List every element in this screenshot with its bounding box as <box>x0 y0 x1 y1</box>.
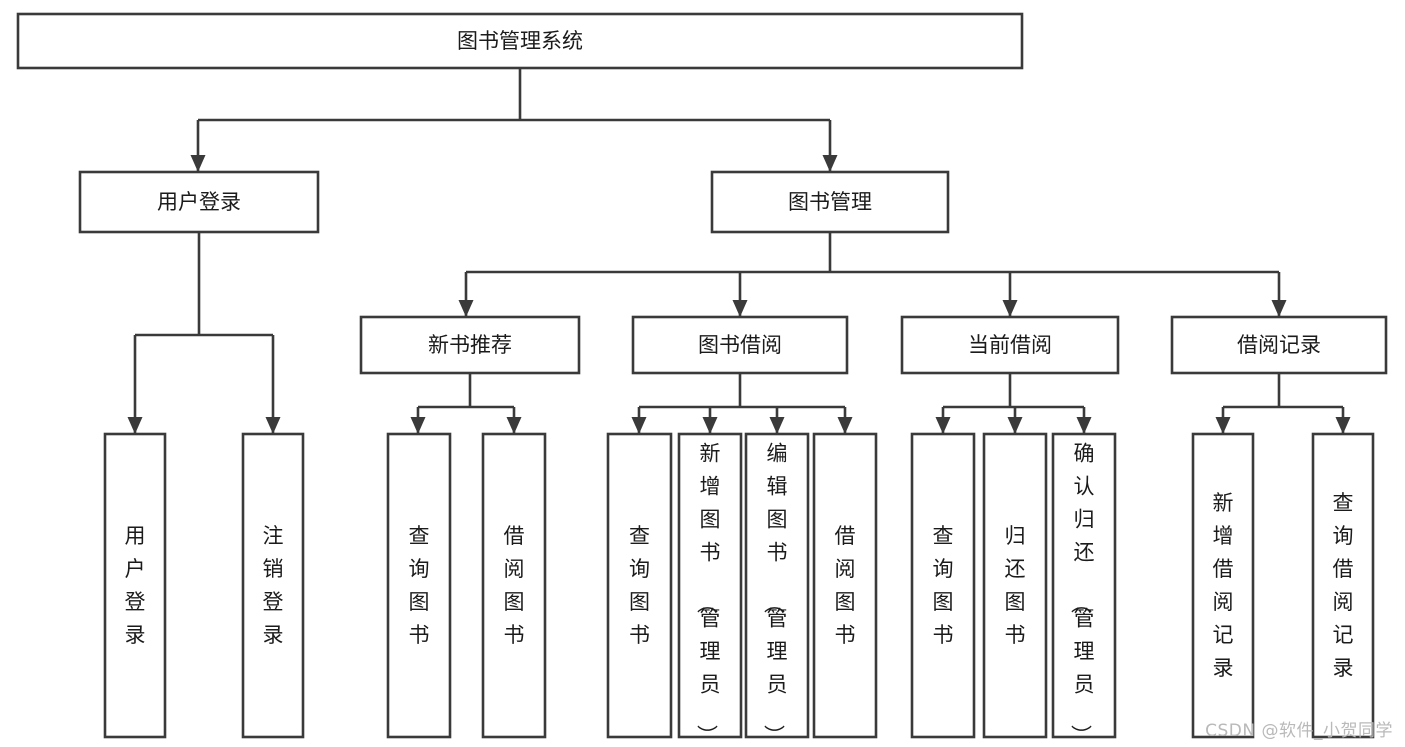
node-label-leaf-borrow-book: 借阅图书 <box>835 524 856 647</box>
arrow-head-icon <box>1002 300 1018 317</box>
arrow-head-icon <box>732 300 748 317</box>
node-box-book-manage[interactable] <box>710 170 950 234</box>
nodes-layer: 图书管理系统用户登录图书管理新书推荐图书借阅当前借阅借阅记录用户登录注销登录查询… <box>16 12 1388 746</box>
node-box-leaf-query-book-current[interactable] <box>910 432 976 739</box>
node-box-leaf-user-logout[interactable] <box>241 432 305 739</box>
node-label-leaf-edit-book-admin: 编辑图书（管理员） <box>762 442 788 746</box>
node-label-leaf-query-book-borrow: 查询图书 <box>629 524 650 647</box>
node-label-root: 图书管理系统 <box>457 29 583 53</box>
node-leaf-edit-book-admin[interactable]: 编辑图书（管理员） <box>744 432 810 746</box>
node-box-leaf-confirm-return-admin[interactable] <box>1051 432 1117 739</box>
node-box-leaf-edit-book-admin[interactable] <box>744 432 810 739</box>
arrow-head-icon <box>1076 417 1092 434</box>
node-label-leaf-add-borrow-record: 新增借阅记录 <box>1213 491 1234 680</box>
connector-borrow-to-leaves <box>631 373 853 434</box>
arrow-head-icon <box>1007 417 1023 434</box>
arrow-head-icon <box>506 417 522 434</box>
node-leaf-add-borrow-record[interactable]: 新增借阅记录 <box>1191 432 1255 739</box>
node-label-leaf-query-borrow-record: 查询借阅记录 <box>1333 491 1354 680</box>
node-leaf-return-book[interactable]: 归还图书 <box>982 432 1048 739</box>
node-book-manage[interactable]: 图书管理 <box>710 170 950 234</box>
arrow-head-icon <box>127 417 143 434</box>
node-box-borrow-record[interactable] <box>1170 315 1388 375</box>
node-box-leaf-user-login[interactable] <box>103 432 167 739</box>
node-book-borrow[interactable]: 图书借阅 <box>631 315 849 375</box>
connector-current-to-leaves <box>935 373 1092 434</box>
node-box-leaf-borrow-book[interactable] <box>812 432 878 739</box>
node-box-current-borrow[interactable] <box>900 315 1120 375</box>
node-new-book-recommend[interactable]: 新书推荐 <box>359 315 581 375</box>
connector-bookmanage-to-level3 <box>458 232 1287 317</box>
node-label-leaf-query-book-recommend: 查询图书 <box>409 524 430 647</box>
node-label-leaf-user-login: 用户登录 <box>125 524 146 647</box>
node-leaf-borrow-book[interactable]: 借阅图书 <box>812 432 878 739</box>
node-box-book-borrow[interactable] <box>631 315 849 375</box>
node-leaf-borrow-book-recommend[interactable]: 借阅图书 <box>481 432 547 739</box>
node-leaf-query-borrow-record[interactable]: 查询借阅记录 <box>1311 432 1375 739</box>
node-box-leaf-query-book-borrow[interactable] <box>606 432 673 739</box>
arrow-head-icon <box>631 417 647 434</box>
arrow-head-icon <box>837 417 853 434</box>
arrow-head-icon <box>410 417 426 434</box>
node-box-leaf-borrow-book-recommend[interactable] <box>481 432 547 739</box>
node-label-book-borrow: 图书借阅 <box>698 333 782 357</box>
node-box-leaf-add-book-admin[interactable] <box>677 432 743 739</box>
node-borrow-record[interactable]: 借阅记录 <box>1170 315 1388 375</box>
node-leaf-user-login[interactable]: 用户登录 <box>103 432 167 739</box>
node-leaf-add-book-admin[interactable]: 新增图书（管理员） <box>677 432 743 746</box>
node-current-borrow[interactable]: 当前借阅 <box>900 315 1120 375</box>
connector-recommend-to-leaves <box>410 373 522 434</box>
arrow-head-icon <box>458 300 474 317</box>
connector-root-to-level2 <box>190 68 838 172</box>
node-box-new-book-recommend[interactable] <box>359 315 581 375</box>
node-box-user-login[interactable] <box>78 170 320 234</box>
node-box-root[interactable] <box>16 12 1024 70</box>
node-label-current-borrow: 当前借阅 <box>968 333 1052 357</box>
node-leaf-query-book-recommend[interactable]: 查询图书 <box>386 432 452 739</box>
arrow-head-icon <box>1271 300 1287 317</box>
node-label-borrow-record: 借阅记录 <box>1237 333 1321 357</box>
node-leaf-confirm-return-admin[interactable]: 确认归还（管理员） <box>1051 432 1117 746</box>
arrow-head-icon <box>190 155 206 172</box>
node-label-leaf-add-book-admin: 新增图书（管理员） <box>695 442 721 746</box>
node-root[interactable]: 图书管理系统 <box>16 12 1024 70</box>
arrow-head-icon <box>265 417 281 434</box>
node-box-leaf-return-book[interactable] <box>982 432 1048 739</box>
node-leaf-query-book-current[interactable]: 查询图书 <box>910 432 976 739</box>
arrow-head-icon <box>822 155 838 172</box>
node-label-user-login: 用户登录 <box>157 190 241 214</box>
node-box-leaf-add-borrow-record[interactable] <box>1191 432 1255 739</box>
node-label-leaf-borrow-book-recommend: 借阅图书 <box>504 524 525 647</box>
connector-userlogin-to-leaves <box>127 232 281 434</box>
arrow-head-icon <box>1215 417 1231 434</box>
node-user-login[interactable]: 用户登录 <box>78 170 320 234</box>
node-leaf-query-book-borrow[interactable]: 查询图书 <box>606 432 673 739</box>
arrow-head-icon <box>702 417 718 434</box>
node-label-leaf-user-logout: 注销登录 <box>263 524 284 647</box>
arrow-head-icon <box>1335 417 1351 434</box>
connector-record-to-leaves <box>1215 373 1351 434</box>
node-box-leaf-query-book-recommend[interactable] <box>386 432 452 739</box>
node-label-leaf-return-book: 归还图书 <box>1005 524 1026 647</box>
node-leaf-user-logout[interactable]: 注销登录 <box>241 432 305 739</box>
connectors-layer <box>127 68 1351 434</box>
node-label-leaf-query-book-current: 查询图书 <box>933 524 954 647</box>
arrow-head-icon <box>769 417 785 434</box>
node-label-new-book-recommend: 新书推荐 <box>428 333 512 357</box>
arrow-head-icon <box>935 417 951 434</box>
node-label-book-manage: 图书管理 <box>788 190 872 214</box>
node-box-leaf-query-borrow-record[interactable] <box>1311 432 1375 739</box>
node-label-leaf-confirm-return-admin: 确认归还（管理员） <box>1069 442 1095 746</box>
